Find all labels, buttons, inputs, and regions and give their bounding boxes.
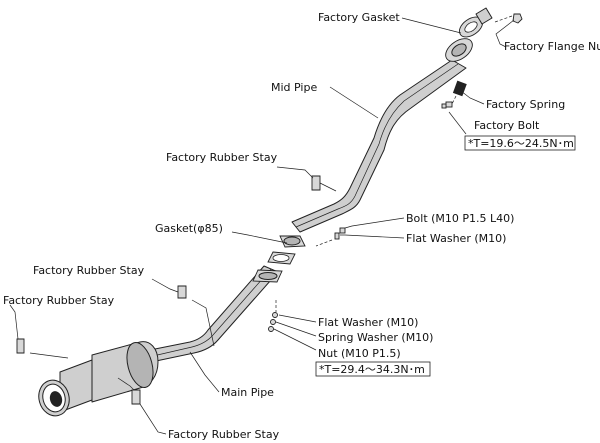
upstream-pipe (475, 7, 493, 25)
label-factory-gasket: Factory Gasket (318, 11, 400, 24)
mid-pipe-flange (445, 38, 473, 62)
label-factory-rubber-stay-upper-left: Factory Rubber Stay (33, 264, 145, 277)
main-pipe-flange (252, 269, 283, 283)
label-flat-washer-upper: Flat Washer (M10) (406, 232, 506, 245)
nut-washer-lower (268, 300, 278, 332)
leader-lines (9, 17, 515, 435)
label-main-pipe: Main Pipe (221, 386, 274, 399)
factory-gasket (458, 16, 484, 38)
nut-torque-box (315, 361, 431, 377)
label-factory-rubber-stay-bottom: Factory Rubber Stay (168, 428, 280, 441)
label-flat-washer-lower: Flat Washer (M10) (318, 316, 418, 329)
label-nut-torque: *T=29.4～34.3N･m (319, 363, 425, 376)
label-gasket: Gasket(φ85) (155, 222, 223, 235)
factory-rubber-stay-bottom-part (131, 389, 141, 405)
factory-rubber-stay-mid-part (311, 175, 337, 192)
label-nut: Nut (M10 P1.5) (318, 347, 401, 360)
label-factory-spring: Factory Spring (486, 98, 565, 111)
label-spring-washer: Spring Washer (M10) (318, 331, 433, 344)
factory-bolt-torque-box (464, 135, 576, 151)
mid-flange-joint (267, 235, 306, 265)
factory-spring-part (441, 80, 467, 109)
label-factory-rubber-stay-mid: Factory Rubber Stay (166, 151, 278, 164)
label-factory-rubber-stay-left: Factory Rubber Stay (3, 294, 115, 307)
mid-pipe (291, 59, 467, 233)
label-factory-bolt: Factory Bolt (474, 119, 540, 132)
main-pipe-hanger (177, 285, 215, 347)
factory-flange-nut-part (494, 13, 523, 24)
bolt-washer-upper (315, 227, 346, 247)
tailpipe-tip (38, 379, 70, 417)
label-factory-flange-nut: Factory Flange Nut (504, 40, 600, 53)
label-mid-pipe: Mid Pipe (271, 81, 317, 94)
muffler (59, 341, 159, 413)
factory-rubber-stay-left-part (16, 338, 25, 354)
label-bolt: Bolt (M10 P1.5 L40) (406, 212, 514, 225)
label-factory-bolt-torque: *T=19.6～24.5N･m (468, 137, 574, 150)
